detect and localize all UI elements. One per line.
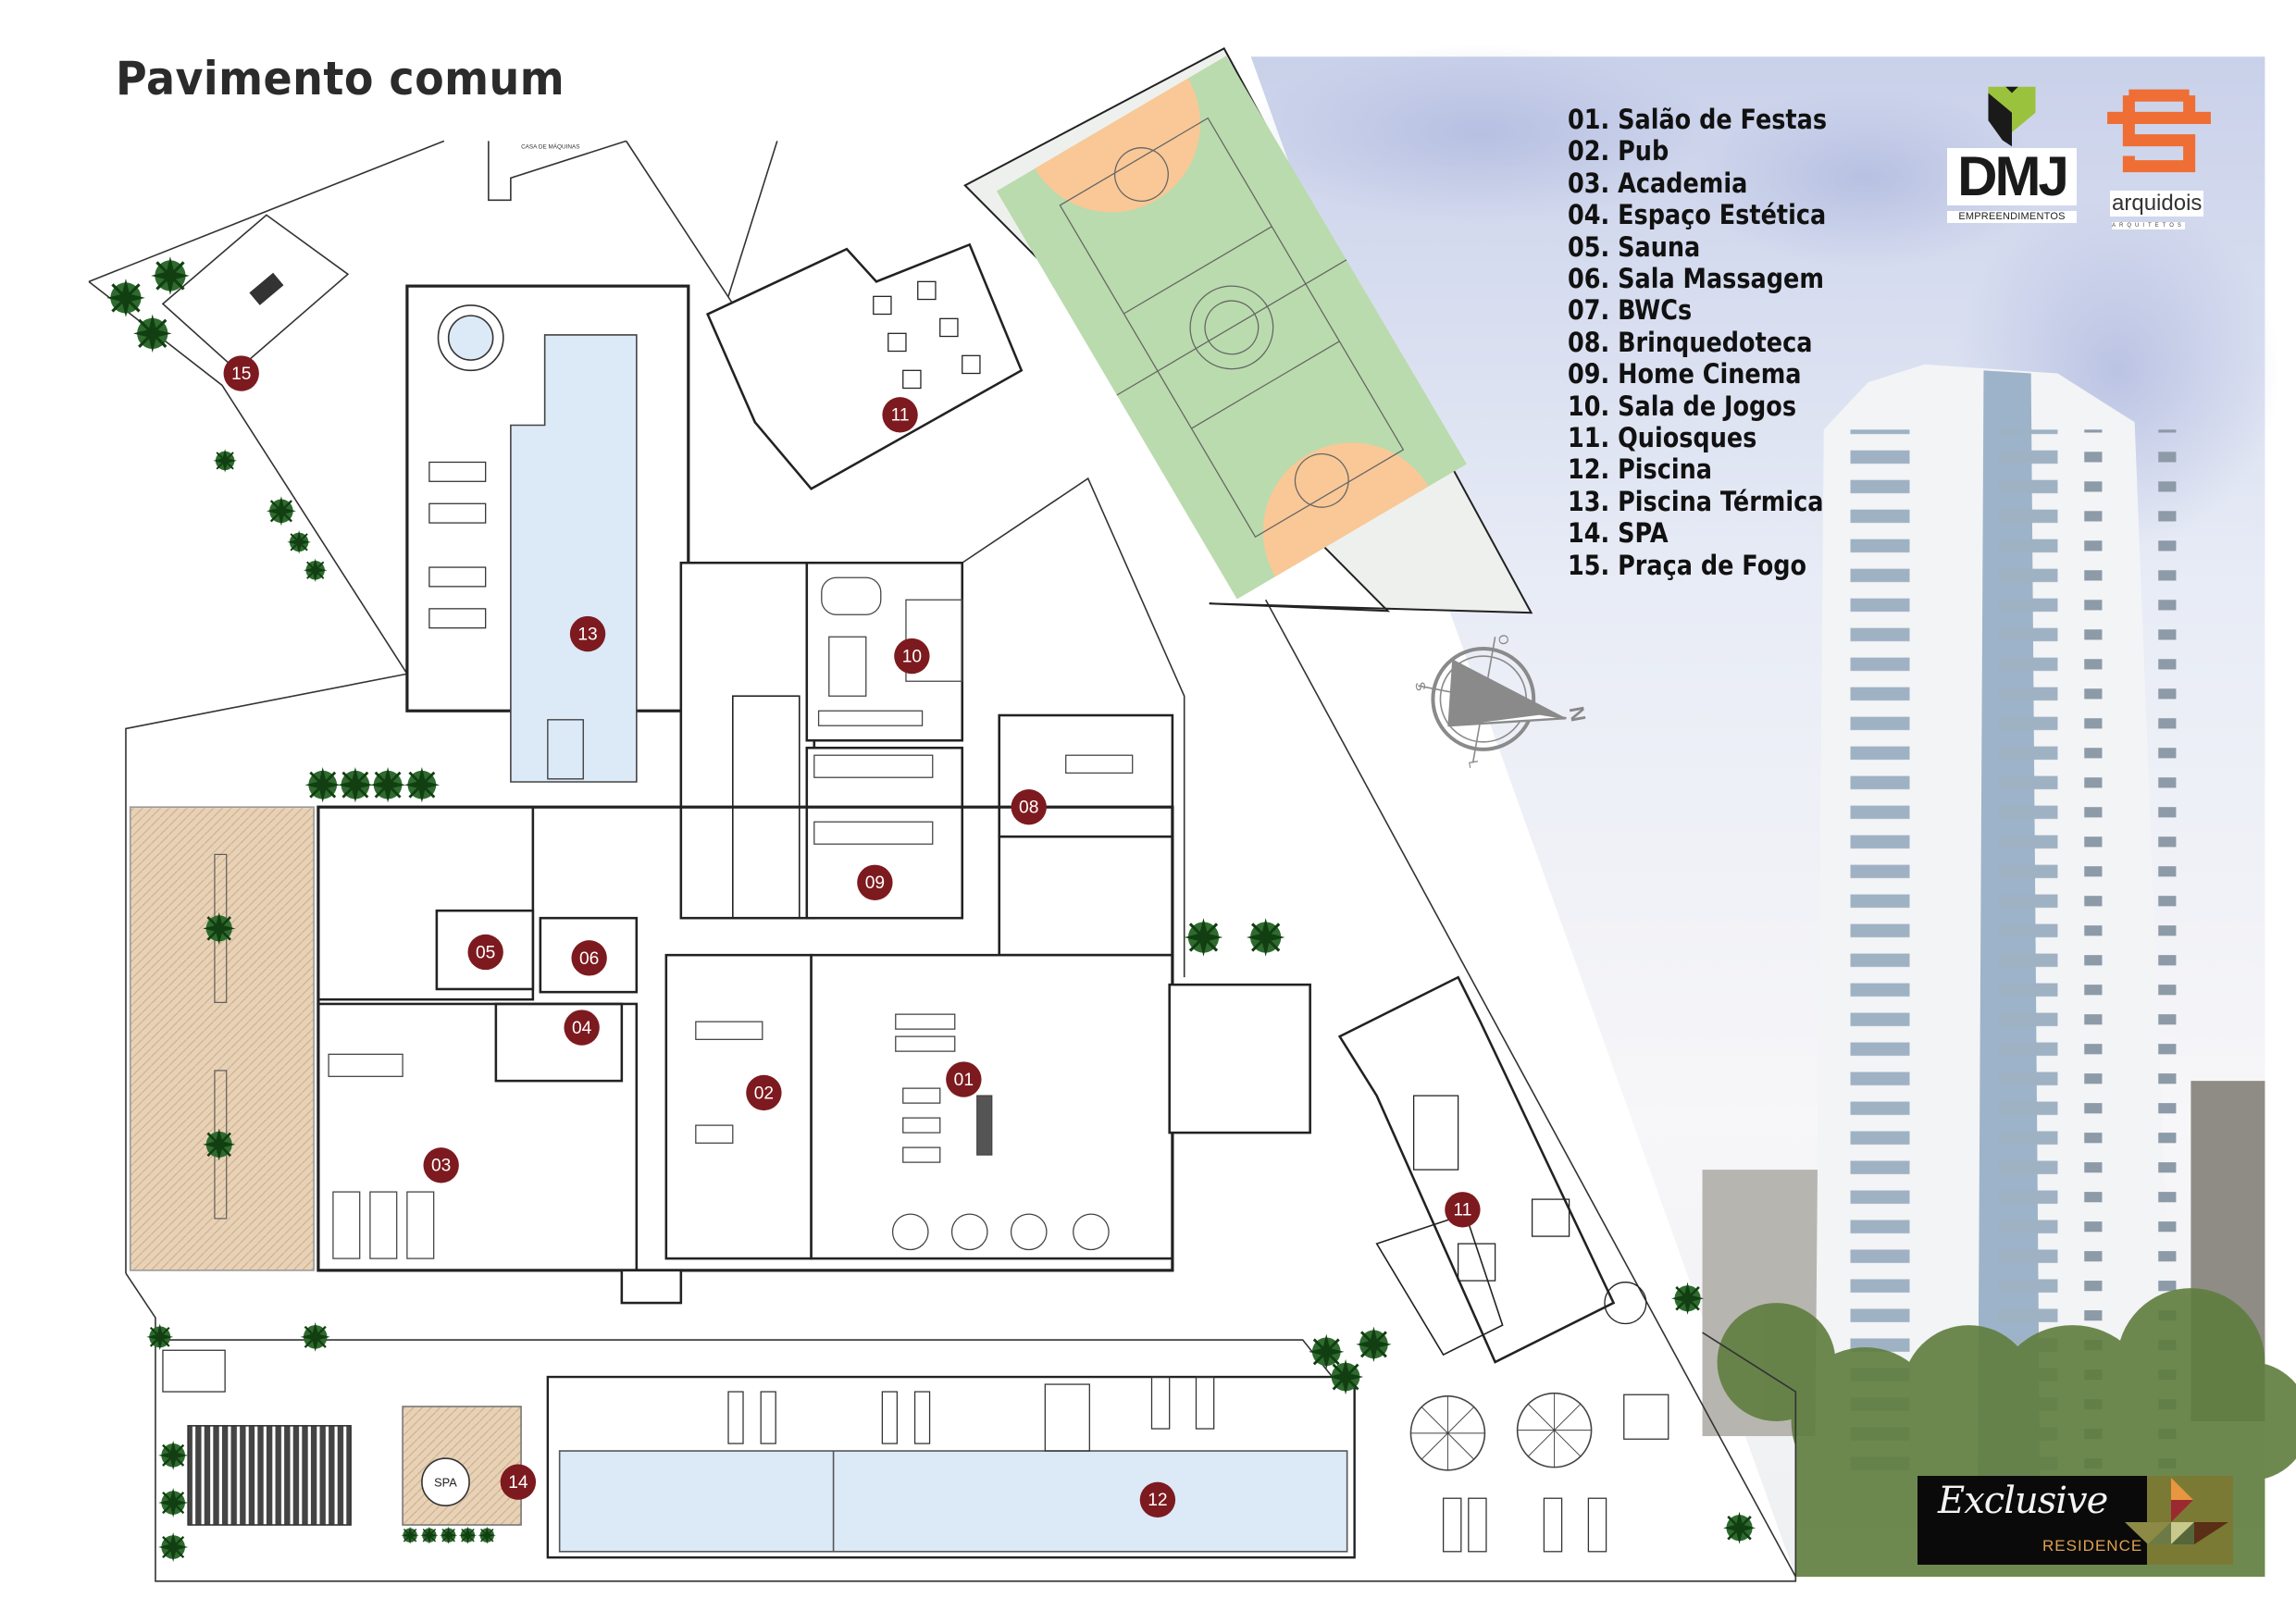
arquidois-emblem-icon [2107, 89, 2211, 173]
legend-item: 13. Piscina Térmica [1568, 485, 1824, 517]
marker-11-top[interactable]: 11 [882, 397, 918, 433]
residence-wordmark: RESIDENCE [2042, 1537, 2143, 1555]
exclusive-residence-logo: Exclusive RESIDENCE [1917, 1476, 2233, 1565]
legend-item: 09. Home Cinema [1568, 358, 1802, 390]
arquidois-wordmark: arquidois [2110, 191, 2204, 217]
svg-text:01: 01 [954, 1071, 974, 1090]
svg-text:05: 05 [476, 943, 495, 962]
marker-04[interactable]: 04 [564, 1010, 600, 1046]
room-pub [664, 953, 813, 1260]
svg-text:04: 04 [572, 1019, 592, 1038]
page-title: Pavimento comum [116, 52, 565, 105]
dmj-logo: DMJ EMPREENDIMENTOS [1947, 85, 2077, 228]
marker-01[interactable]: 01 [946, 1061, 982, 1097]
compass-west: O [1495, 634, 1511, 647]
legend-item: 15. Praça de Fogo [1568, 549, 1807, 581]
legend-item: 14. SPA [1568, 517, 1669, 550]
stairs-elevator-core [679, 561, 816, 920]
legend-item: 12. Piscina [1568, 453, 1713, 486]
exclusive-emblem-icon [2125, 1478, 2228, 1544]
site-boundary [88, 280, 408, 675]
site-boundary [125, 1272, 1797, 1582]
stairwell [1168, 983, 1311, 1134]
sports-court [963, 47, 1533, 614]
svg-text:08: 08 [1019, 799, 1038, 818]
legend-item: 11. Quiosques [1568, 422, 1757, 454]
svg-text:09: 09 [865, 873, 885, 893]
arquidois-logo: arquidois ARQUITETOS [2099, 85, 2219, 233]
arquidois-subtitle: ARQUITETOS [2112, 222, 2185, 229]
marker-15[interactable]: 15 [223, 355, 259, 391]
site-boundary [88, 140, 445, 283]
marker-12[interactable]: 12 [1139, 1481, 1176, 1518]
marker-11-right[interactable]: 11 [1445, 1192, 1481, 1228]
svg-text:02: 02 [754, 1084, 774, 1103]
site-boundary [125, 673, 408, 1274]
svg-text:13: 13 [577, 625, 597, 644]
machine-room-label: CASA DE MÁQUINAS [521, 142, 579, 150]
svg-text:15: 15 [231, 365, 251, 384]
tower [1815, 364, 2179, 1481]
compass: O S L N [1411, 634, 1590, 770]
dmj-subtitle: EMPREENDIMENTOS [1947, 211, 2077, 223]
room-bathrooms [998, 835, 1174, 957]
marker-03[interactable]: 03 [423, 1147, 459, 1183]
dmj-emblem-icon [1988, 86, 2036, 147]
legend-item: 05. Sauna [1568, 230, 1701, 263]
exclusive-wordmark: Exclusive [1938, 1480, 2108, 1522]
machine-room [488, 140, 627, 202]
legend-item: 02. Pub [1568, 135, 1669, 167]
fire-square [161, 214, 350, 372]
thermal-pool-area [405, 284, 690, 783]
legend-item: 03. Academia [1568, 167, 1748, 199]
compass-south: S [1411, 681, 1427, 692]
legend-item: 04. Espaço Estética [1568, 199, 1827, 231]
marker-02[interactable]: 02 [746, 1074, 782, 1111]
site-boundary [1264, 599, 1797, 1578]
spa-label: SPA [434, 1475, 457, 1489]
marker-14[interactable]: 14 [500, 1464, 537, 1500]
marker-08[interactable]: 08 [1011, 789, 1047, 825]
marker-05[interactable]: 05 [467, 934, 503, 971]
room-massage [539, 916, 639, 994]
main-pool [162, 1349, 1669, 1559]
legend-item: 06. Sala Massagem [1568, 263, 1824, 295]
compass-east: L [1465, 760, 1481, 770]
svg-text:06: 06 [579, 949, 599, 969]
svg-text:11: 11 [1453, 1201, 1471, 1220]
pergola [187, 1425, 352, 1526]
legend-item: 10. Sala de Jogos [1568, 390, 1797, 422]
svg-text:12: 12 [1148, 1491, 1167, 1510]
room-aesthetics [494, 1002, 624, 1083]
svg-text:11: 11 [891, 406, 910, 426]
legend: 01. Salão de Festas 02. Pub 03. Academia… [1568, 104, 1862, 581]
svg-text:03: 03 [431, 1157, 451, 1176]
svg-text:14: 14 [508, 1473, 528, 1493]
marker-13[interactable]: 13 [569, 615, 606, 652]
marker-10[interactable]: 10 [894, 638, 930, 675]
legend-item: 07. BWCs [1568, 294, 1693, 327]
kiosk-top [705, 242, 1024, 490]
dmj-wordmark: DMJ [1947, 148, 2077, 205]
wood-deck [129, 806, 315, 1271]
marker-06[interactable]: 06 [571, 940, 607, 976]
svg-text:10: 10 [902, 647, 922, 666]
kiosk-right [1337, 975, 1647, 1364]
room-games [805, 561, 964, 742]
legend-item: 08. Brinquedoteca [1568, 326, 1813, 358]
compass-north: N [1565, 705, 1590, 724]
furniture [328, 576, 1134, 1259]
spa-deck: SPA [402, 1406, 522, 1526]
umbrellas [1409, 1392, 1593, 1471]
marker-09[interactable]: 09 [857, 864, 893, 900]
legend-item: 01. Salão de Festas [1568, 104, 1828, 135]
